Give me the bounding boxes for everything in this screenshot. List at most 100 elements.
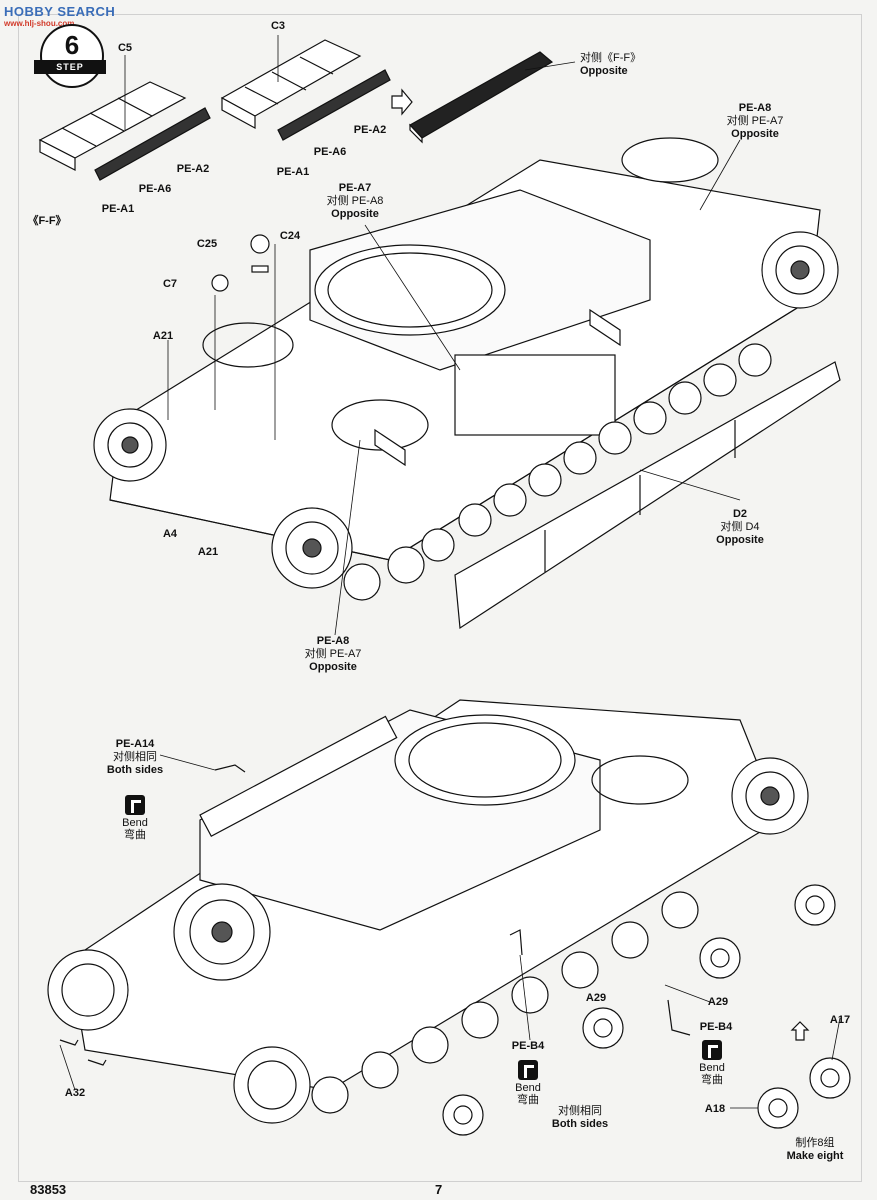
road-wheel: [794, 884, 836, 926]
step-label: STEP: [34, 60, 106, 74]
label-make-eight-en: Make eight: [786, 1150, 844, 1162]
bend-icon: [702, 1040, 722, 1060]
label-c3: C3: [270, 20, 286, 32]
label-pe-a14-cn: 对侧相同: [112, 751, 157, 763]
label-d2-id: D2: [732, 508, 748, 520]
fender-part-ff: [409, 51, 554, 144]
label-pe-b4-left: PE-B4: [511, 1040, 545, 1052]
label-c7: C7: [162, 278, 178, 290]
label-ff-left: 《F-F》: [27, 215, 67, 227]
bend-cn-2: 弯曲: [517, 1094, 539, 1106]
label-pe-a7-mid-id: PE-A7: [338, 182, 372, 194]
label-a17: A17: [829, 1014, 851, 1026]
leader-lines: [59, 35, 841, 1109]
part-c7: [211, 274, 229, 292]
label-pe-b4-right: PE-B4: [699, 1021, 733, 1033]
part-pe-b4-right: [667, 999, 691, 1036]
bend-cn-1: 弯曲: [124, 829, 146, 841]
label-pe-a7-top-cn: 对侧 PE-A7: [726, 115, 784, 127]
part-pe-b4-left: [509, 929, 523, 956]
label-pe-a2-right: PE-A2: [353, 124, 387, 136]
label-pe-a8-top: PE-A8 对侧 PE-A7 Opposite: [727, 102, 784, 141]
kit-number: 83853: [30, 1182, 67, 1197]
wheel-half-a17: [809, 1057, 851, 1099]
arrow-right-icon: [391, 88, 413, 116]
label-both-sides-en: Both sides: [551, 1118, 609, 1130]
label-ff-opposite-cn: 对侧《F-F》: [580, 52, 642, 64]
part-c25: [250, 234, 270, 254]
label-pe-a7-mid: PE-A7 对侧 PE-A8 Opposite: [327, 182, 384, 221]
label-pe-a7-bottom-en: Opposite: [309, 661, 357, 673]
label-a29-right: A29: [707, 996, 729, 1008]
label-ff-opposite: 对侧《F-F》 Opposite: [580, 52, 641, 78]
label-both-sides: 对侧相同 Both sides: [552, 1105, 608, 1131]
fender-part-c3: [220, 39, 362, 130]
label-pe-a8-mid-cn: 对侧 PE-A8: [326, 195, 384, 207]
bend-icon: [125, 795, 145, 815]
label-a18: A18: [704, 1103, 726, 1115]
label-pe-a8-bottom-id: PE-A8: [316, 635, 350, 647]
label-pe-a14-en: Both sides: [106, 764, 164, 776]
side-skirt-d2: [454, 361, 841, 630]
part-pe-a14: [214, 764, 246, 773]
bend-callout-3: Bend 弯曲: [682, 1040, 742, 1086]
part-a32: [59, 1039, 79, 1046]
label-make-eight-cn: 制作8组: [795, 1137, 835, 1149]
part-a32: [87, 1059, 107, 1066]
label-d4-en: Opposite: [716, 534, 764, 546]
label-pe-a14: PE-A14 对侧相同 Both sides: [107, 738, 163, 777]
label-d2: D2 对侧 D4 Opposite: [716, 508, 764, 547]
label-pe-a8-bottom: PE-A8 对侧 PE-A7 Opposite: [305, 635, 362, 674]
label-pe-a6-right: PE-A6: [313, 146, 347, 158]
label-pe-a6-left: PE-A6: [138, 183, 172, 195]
page-number: 7: [435, 1182, 443, 1197]
label-pe-a2-left: PE-A2: [176, 163, 210, 175]
bend-en-3: Bend: [699, 1062, 725, 1074]
watermark: HOBBY SEARCH www.hlj-shou.com: [4, 4, 115, 28]
road-wheel: [699, 937, 741, 979]
wheel-half-a18: [757, 1087, 799, 1129]
bend-callout-2: Bend 弯曲: [498, 1060, 558, 1106]
bracket-pe-a8: [589, 308, 621, 347]
label-pe-a8-top-id: PE-A8: [738, 102, 772, 114]
road-wheel: [582, 1007, 624, 1049]
label-c25: C25: [196, 238, 218, 250]
label-c24: C24: [279, 230, 301, 242]
label-pe-a1-right: PE-A1: [276, 166, 310, 178]
grille-part-left: [94, 107, 211, 181]
label-d4-cn: 对侧 D4: [720, 521, 760, 533]
label-make-eight: 制作8组 Make eight: [787, 1137, 844, 1163]
bend-cn-3: 弯曲: [701, 1074, 723, 1086]
watermark-text: HOBBY SEARCH: [4, 4, 116, 19]
label-both-sides-cn: 对侧相同: [557, 1105, 602, 1117]
bend-en-2: Bend: [515, 1082, 541, 1094]
hull-upper-view: [93, 137, 839, 601]
label-pe-a7-top-en: Opposite: [731, 128, 779, 140]
watermark-sub: www.hlj-shou.com: [4, 19, 75, 28]
hull-lower-view: [47, 699, 809, 1124]
page-frame: [18, 14, 862, 1182]
label-a21-bottom: A21: [197, 546, 219, 558]
label-pe-a14-id: PE-A14: [115, 738, 155, 750]
step-number: 6: [64, 30, 80, 60]
label-pe-a1-left: PE-A1: [101, 203, 135, 215]
road-wheel: [442, 1094, 484, 1136]
grille-part-right: [277, 69, 391, 141]
label-ff-opposite-en: Opposite: [580, 65, 628, 77]
arrow-up-icon: [790, 1021, 810, 1041]
part-c24: [251, 265, 269, 273]
bend-icon: [518, 1060, 538, 1080]
label-a4: A4: [162, 528, 178, 540]
label-a29-left: A29: [585, 992, 607, 1004]
bracket-pe-a7: [374, 428, 406, 467]
label-c5: C5: [117, 42, 133, 54]
step-badge: 6 STEP: [34, 24, 106, 88]
bend-callout-1: Bend 弯曲: [105, 795, 165, 841]
label-pe-a7-bottom-cn: 对侧 PE-A7: [304, 648, 362, 660]
label-pe-a8-mid-en: Opposite: [331, 208, 379, 220]
label-a21-top: A21: [152, 330, 174, 342]
fender-part-c5: [38, 81, 187, 171]
label-a32: A32: [64, 1087, 86, 1099]
